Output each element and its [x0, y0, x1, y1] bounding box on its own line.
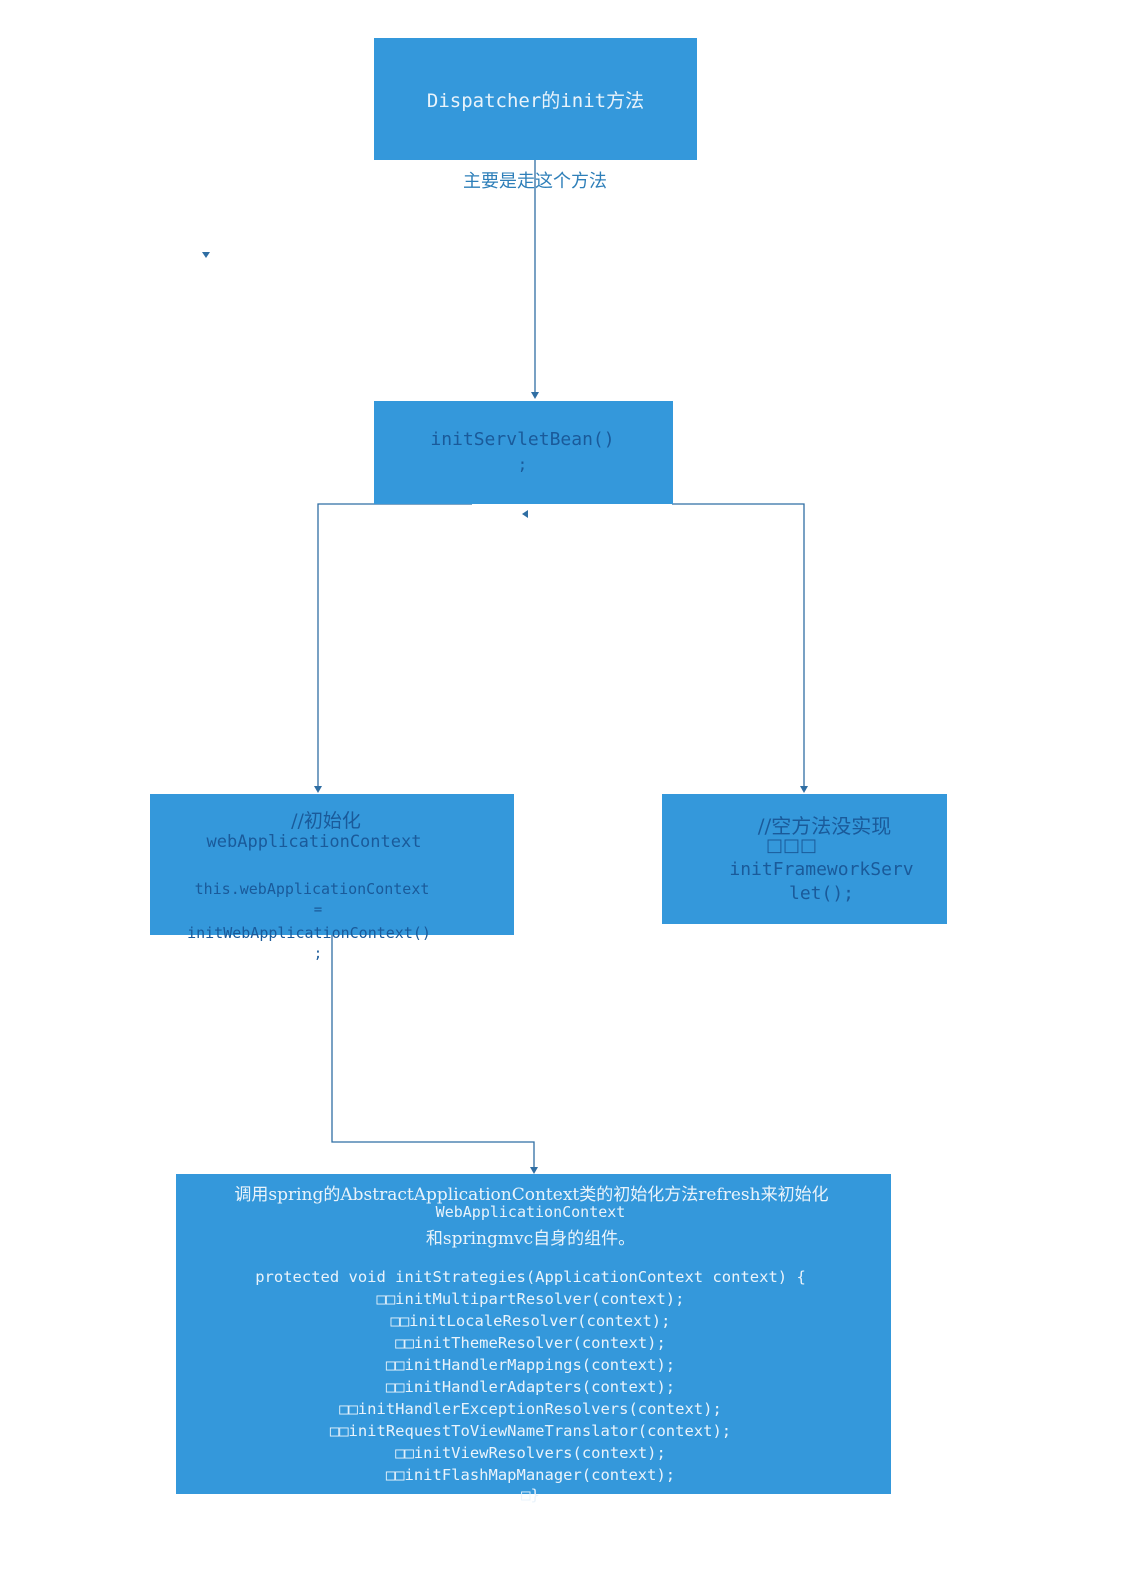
code-line: □}	[521, 1486, 540, 1504]
node-init-strategies: 调用spring的AbstractApplicationContext类的初始化…	[176, 1174, 891, 1504]
intro-line1: 调用spring的AbstractApplicationContext类的初始化…	[234, 1185, 829, 1205]
code-line: □□initHandlerAdapters(context);	[385, 1378, 676, 1396]
code-line: □□initHandlerExceptionResolvers(context)…	[339, 1400, 722, 1418]
arrowhead-icon	[531, 392, 539, 399]
node-init-framework-servlet: //空方法没实现 □□□ initFrameworkServ let();	[662, 794, 947, 924]
node-label-line6: ;	[313, 946, 323, 962]
node-init-servlet-bean: initServletBean() ;	[374, 401, 673, 504]
code-line: □□initLocaleResolver(context);	[390, 1312, 671, 1330]
node-label-line5: initWebApplicationContext()	[187, 924, 431, 942]
node-init-web-app-context: //初始化 webApplicationContext this.webAppl…	[150, 794, 514, 962]
connector-servletbean-to-webappcontext	[317, 503, 472, 788]
node-label: Dispatcher的init方法	[426, 90, 645, 112]
edge-label-main-method: 主要是走这个方法	[463, 171, 607, 192]
arrowhead-icon	[800, 786, 808, 793]
node-label-line2: webApplicationContext	[206, 832, 422, 852]
node-dispatcher-init: Dispatcher的init方法	[374, 38, 697, 160]
node-label-line1: //初始化	[291, 810, 361, 832]
code-line: □□initThemeResolver(context);	[395, 1334, 666, 1352]
small-triangle-icon	[202, 252, 210, 258]
connector-servletbean-to-frameworkservlet	[672, 503, 805, 788]
code-line: □□initMultipartResolver(context);	[376, 1290, 685, 1308]
code-line: □□initRequestToViewNameTranslator(contex…	[329, 1422, 732, 1440]
node-label-line2: ;	[517, 455, 528, 474]
code-line: protected void initStrategies(Applicatio…	[255, 1268, 806, 1286]
node-label-line4: =	[313, 902, 323, 918]
node-label-line3: initFrameworkServ	[729, 859, 914, 880]
intro-line3: 和springmvc自身的组件。	[425, 1229, 636, 1249]
connector-webappcontext-to-strategies	[331, 935, 535, 1168]
node-label-line2: □□□	[765, 835, 818, 856]
code-line: □□initFlashMapManager(context);	[385, 1466, 676, 1484]
code-line: □□initViewResolvers(context);	[395, 1444, 666, 1462]
arrowhead-icon	[530, 1167, 538, 1174]
node-label-line1: initServletBean()	[430, 429, 615, 450]
node-label-line3: this.webApplicationContext	[194, 880, 430, 898]
intro-line2: WebApplicationContext	[435, 1203, 626, 1221]
small-triangle-icon	[522, 510, 528, 518]
code-line: □□initHandlerMappings(context);	[385, 1356, 676, 1374]
node-label-line4: let();	[788, 883, 855, 904]
node-label-line1: //空方法没实现	[757, 814, 892, 838]
arrowhead-icon	[314, 786, 322, 793]
